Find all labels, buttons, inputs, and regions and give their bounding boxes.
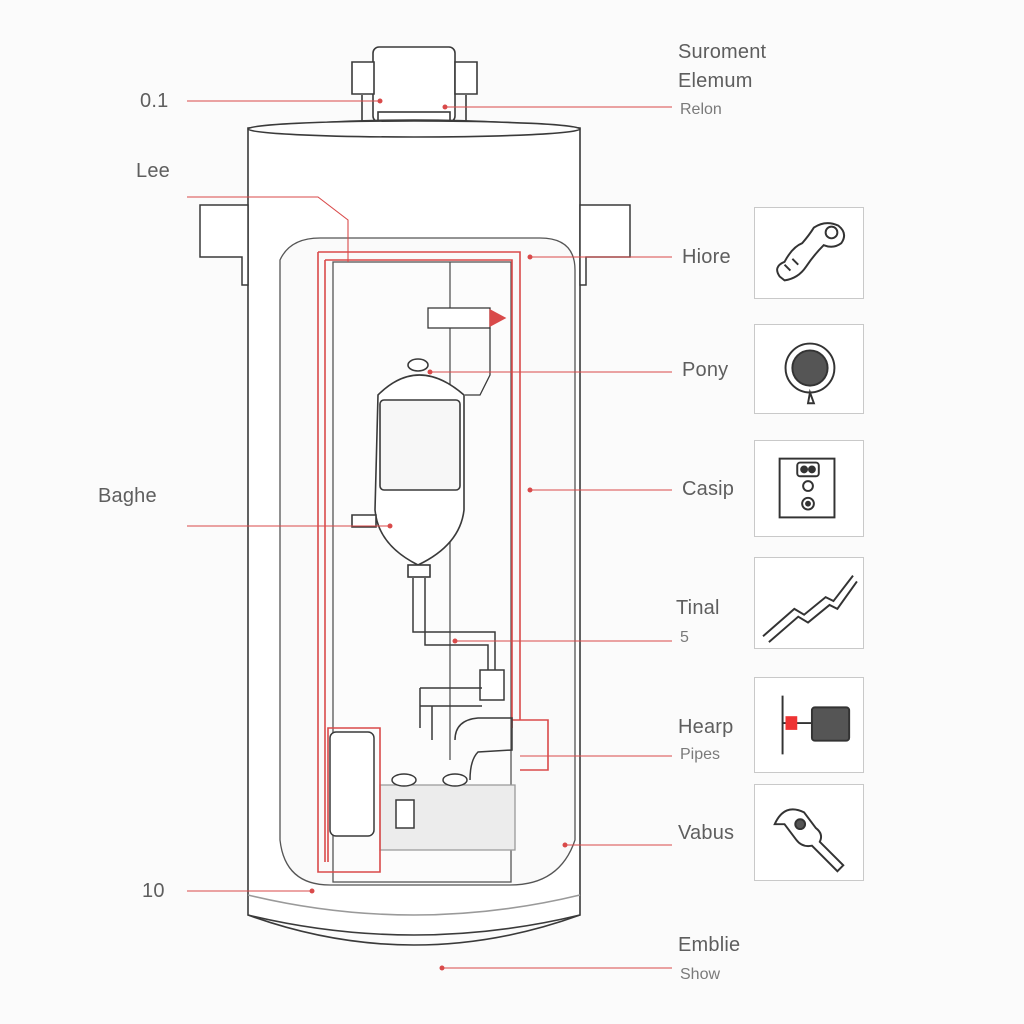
nozzle-fitting-icon <box>754 784 864 881</box>
pump-motor-icon <box>754 677 864 773</box>
valve-handle-icon <box>754 207 864 299</box>
gauge-dial-icon <box>754 324 864 414</box>
label-tinal-sub: 5 <box>680 629 689 646</box>
label-pony: Pony <box>682 359 729 381</box>
label-tinal: Tinal <box>676 597 720 619</box>
bent-pipe-icon <box>754 557 864 649</box>
top-valve <box>427 307 507 396</box>
top-connector <box>351 46 478 128</box>
leader-lines <box>187 100 672 969</box>
red-frame <box>317 251 549 873</box>
label-pipes: Pipes <box>680 746 721 763</box>
label-relon: Relon <box>680 101 722 118</box>
label-baghe: Baghe <box>98 485 157 507</box>
label-show: Show <box>680 966 721 983</box>
control-panel-icon <box>754 440 864 537</box>
label-0-1: 0.1 <box>140 90 169 112</box>
label-emblie: Emblie <box>678 934 741 956</box>
pressure-vessel <box>351 358 465 578</box>
label-suroment: Suroment <box>678 41 767 63</box>
label-elemum: Elemum <box>678 70 753 92</box>
label-10: 10 <box>142 880 165 902</box>
leader-dots <box>309 98 568 971</box>
pipe-network <box>329 578 513 837</box>
label-hiore: Hiore <box>682 246 731 268</box>
label-lee: Lee <box>136 160 170 182</box>
label-hearp: Hearp <box>678 716 734 738</box>
label-casip: Casip <box>682 478 735 500</box>
label-vabus: Vabus <box>678 822 735 844</box>
